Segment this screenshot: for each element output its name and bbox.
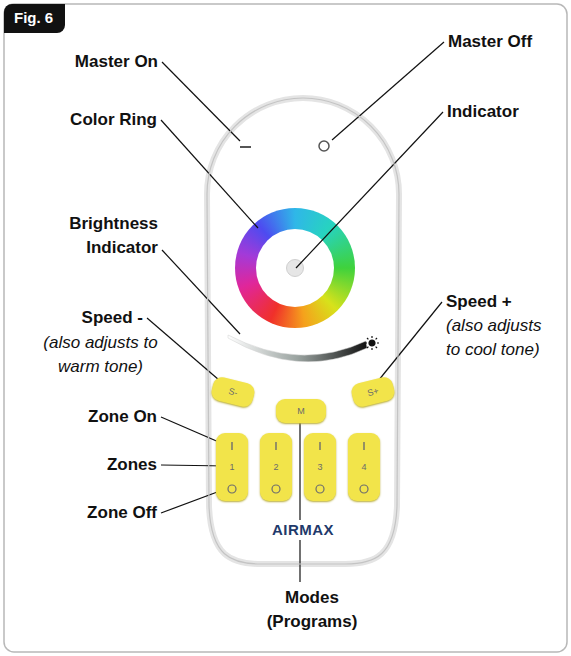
callout-label: Master Off: [448, 30, 532, 54]
master-off-symbol: [319, 141, 329, 151]
leader-line: [296, 112, 443, 268]
zone-button: 4: [348, 433, 380, 501]
callout-label: Zones: [107, 453, 157, 477]
figure-tag: Fig. 6: [4, 4, 65, 33]
sun-icon: [365, 336, 379, 350]
remote-body: [207, 98, 399, 564]
callout-label: Color Ring: [70, 108, 157, 132]
figure-frame: [4, 4, 567, 652]
callout-label: Indicator: [447, 100, 519, 124]
brightness-slider: [228, 335, 367, 362]
leader-line: [147, 318, 226, 386]
callout-label: Zone Off: [87, 501, 157, 525]
button-text: 1: [229, 462, 234, 473]
callout-label: Speed -: [82, 306, 143, 330]
leader-line: [162, 62, 240, 141]
leader-line: [162, 250, 240, 334]
zone-button: 1: [216, 433, 248, 501]
button-text: 4: [361, 462, 366, 473]
remote-button: M: [276, 399, 326, 423]
leader-line: [332, 42, 444, 140]
callout-note: (also adjusts to warm tone): [28, 331, 173, 379]
button-text: M: [297, 406, 305, 417]
button-text: S+: [366, 385, 380, 398]
master-on-symbol: [240, 146, 251, 148]
callout-label: Modes (Programs): [246, 586, 378, 634]
remote-button: S-: [210, 375, 257, 408]
callout-label: Speed +: [446, 290, 512, 314]
zone-button: 2: [260, 433, 292, 501]
zone-button: 3: [304, 433, 336, 501]
button-text: S-: [227, 386, 238, 399]
callout-label: Master On: [75, 50, 158, 74]
callout-label: Zone On: [88, 405, 157, 429]
button-text: 3: [317, 462, 322, 473]
callout-label: Brightness Indicator: [46, 212, 158, 260]
brand-name: AIRMAX: [269, 520, 337, 540]
figure-number: Fig. 6: [14, 9, 53, 27]
remote-control: AIRMAX S- M S+ 1 2 3 4: [205, 96, 401, 566]
remote-button: S+: [350, 375, 397, 408]
callout-note: (also adjusts to cool tone): [446, 314, 558, 362]
button-text: 2: [273, 462, 278, 473]
leader-line: [299, 420, 300, 582]
leader-line: [374, 302, 442, 386]
